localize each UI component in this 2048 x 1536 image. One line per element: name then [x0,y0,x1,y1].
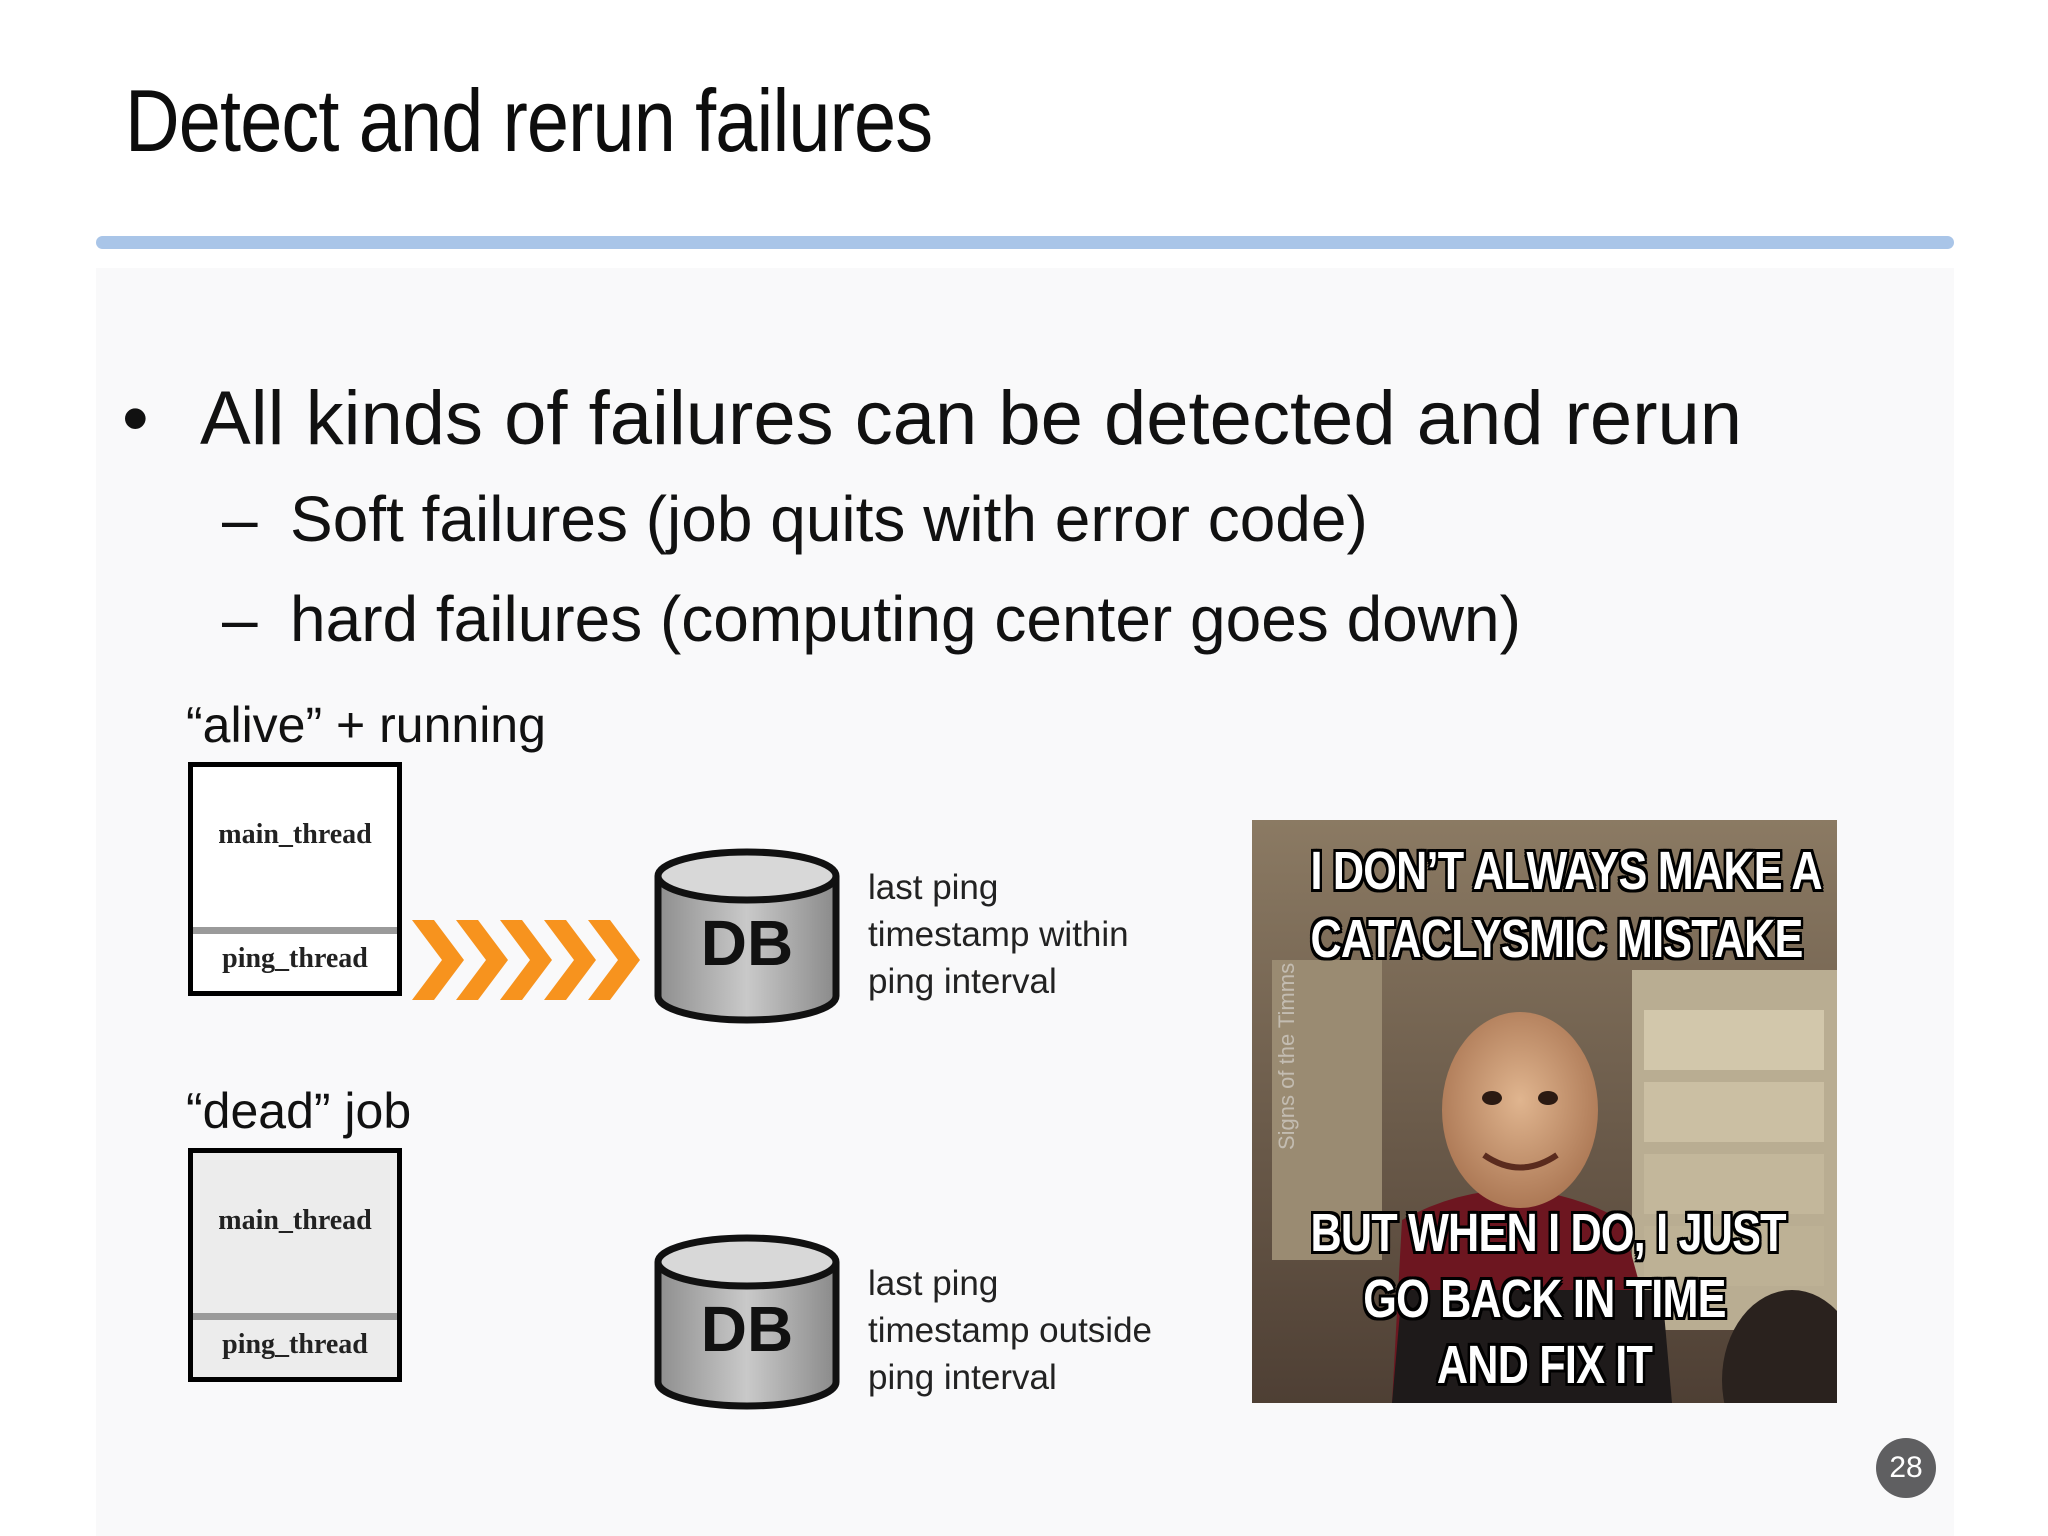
meme-top-line: CATACLYSMIC MISTAKE [1310,909,1804,969]
note-line: timestamp within [868,915,1129,954]
database-label: DB [700,1293,794,1365]
meme-bottom-line: AND FIX IT [1436,1335,1653,1395]
note-line: last ping [868,1264,999,1303]
dead-ping-note: last ping timestamp outside ping interva… [868,1260,1152,1401]
sub-bullet-text: Soft failures (job quits with error code… [290,483,1368,555]
note-line: ping interval [868,1358,1057,1397]
database-icon: DB [652,846,842,1026]
sub-bullet-text: hard failures (computing center goes dow… [290,583,1521,655]
sub-bullet-marker: – [222,483,258,555]
meme-scene [1252,820,1837,1403]
note-line: last ping [868,868,999,907]
page-number-badge: 28 [1876,1438,1936,1498]
thread-divider [193,927,397,934]
meme-top-line: I DON’T ALWAYS MAKE A [1310,841,1823,901]
meme-watermark: Signs of the Timms [1274,962,1299,1150]
meme-bottom-line: GO BACK IN TIME [1363,1269,1726,1329]
sub-bullet-soft: –Soft failures (job quits with error cod… [222,482,1368,556]
ping-thread-label: ping_thread [222,943,368,974]
meme-bottom-line: BUT WHEN I DO, I JUST [1310,1203,1787,1263]
main-thread-label: main_thread [218,1205,372,1236]
alive-ping-note: last ping timestamp within ping interval [868,864,1129,1005]
meme-image: Signs of the Timms I DON’T ALWAYS MAKE A… [1252,820,1837,1403]
database-label: DB [700,907,794,979]
alive-job-box: main_thread ping_thread [188,762,402,996]
main-bullet-text: All kinds of failures can be detected an… [200,376,1743,461]
ping-thread-label: ping_thread [222,1329,368,1360]
dead-job-label: “dead” job [186,1083,412,1139]
sub-bullet-hard: –hard failures (computing center goes do… [222,582,1521,656]
sub-bullet-marker: – [222,583,258,655]
main-thread-label: main_thread [218,819,372,850]
database-icon: DB [652,1232,842,1412]
title-divider [96,236,1954,249]
alive-job-label: “alive” + running [186,697,546,753]
note-line: timestamp outside [868,1311,1153,1350]
thread-divider [193,1313,397,1320]
bullet-marker: • [122,376,149,461]
main-bullet: • All kinds of failures can be detected a… [122,375,1742,462]
dead-job-box: main_thread ping_thread [188,1148,402,1382]
note-line: ping interval [868,962,1057,1001]
ping-arrows-icon [412,920,640,1000]
slide-title: Detect and rerun failures [125,71,933,170]
